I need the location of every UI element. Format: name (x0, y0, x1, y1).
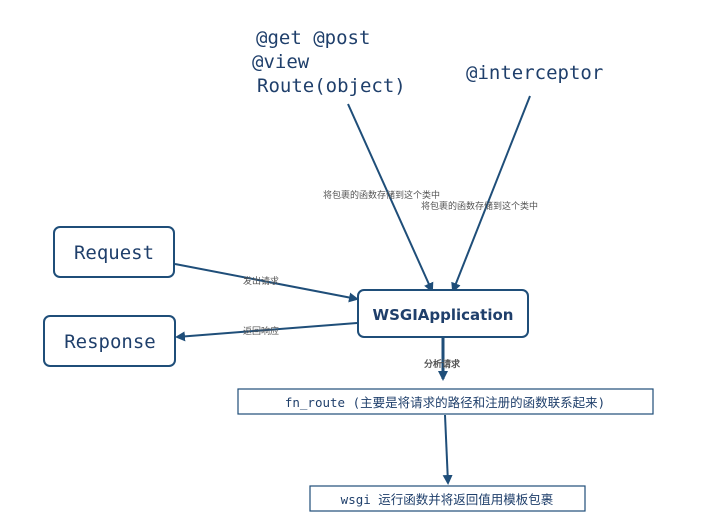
label-send-request: 发出请求 (243, 275, 279, 287)
wsgi-run-node (309, 485, 586, 512)
wsgi-run-label: wsgi 运行函数并将返回值用模板包裹 (341, 492, 554, 507)
fn-route-label: fn_route (主要是将请求的路径和注册的函数联系起来) (285, 395, 605, 410)
arrow-route-to-app (347, 103, 434, 293)
decorator-interceptor: @interceptor (466, 62, 603, 84)
request-label: Request (74, 242, 154, 264)
request-node (53, 226, 175, 278)
label-store-route: 将包裹的函数存储到这个类中 (323, 189, 440, 201)
arrow-app-to-response (175, 322, 358, 342)
decorator-get-post: @get @post (256, 27, 370, 49)
arrow-fn-route-to-wsgi-run (442, 414, 453, 485)
response-node (43, 315, 176, 367)
fn-route-node (237, 388, 654, 415)
label-store-interceptor: 将包裹的函数存储到这个类中 (421, 200, 538, 212)
response-label: Response (64, 331, 156, 353)
arrow-interceptor-to-app (451, 95, 531, 293)
wsgi-application-node (357, 289, 529, 338)
arrow-request-to-app (174, 263, 359, 303)
decorator-route-object: Route(object) (257, 75, 406, 97)
label-analyze-request: 分析请求 (424, 358, 461, 370)
label-return-response: 返回响应 (243, 325, 279, 337)
decorator-view: @view (252, 51, 310, 73)
wsgi-application-label: WSGIApplication (373, 306, 514, 324)
